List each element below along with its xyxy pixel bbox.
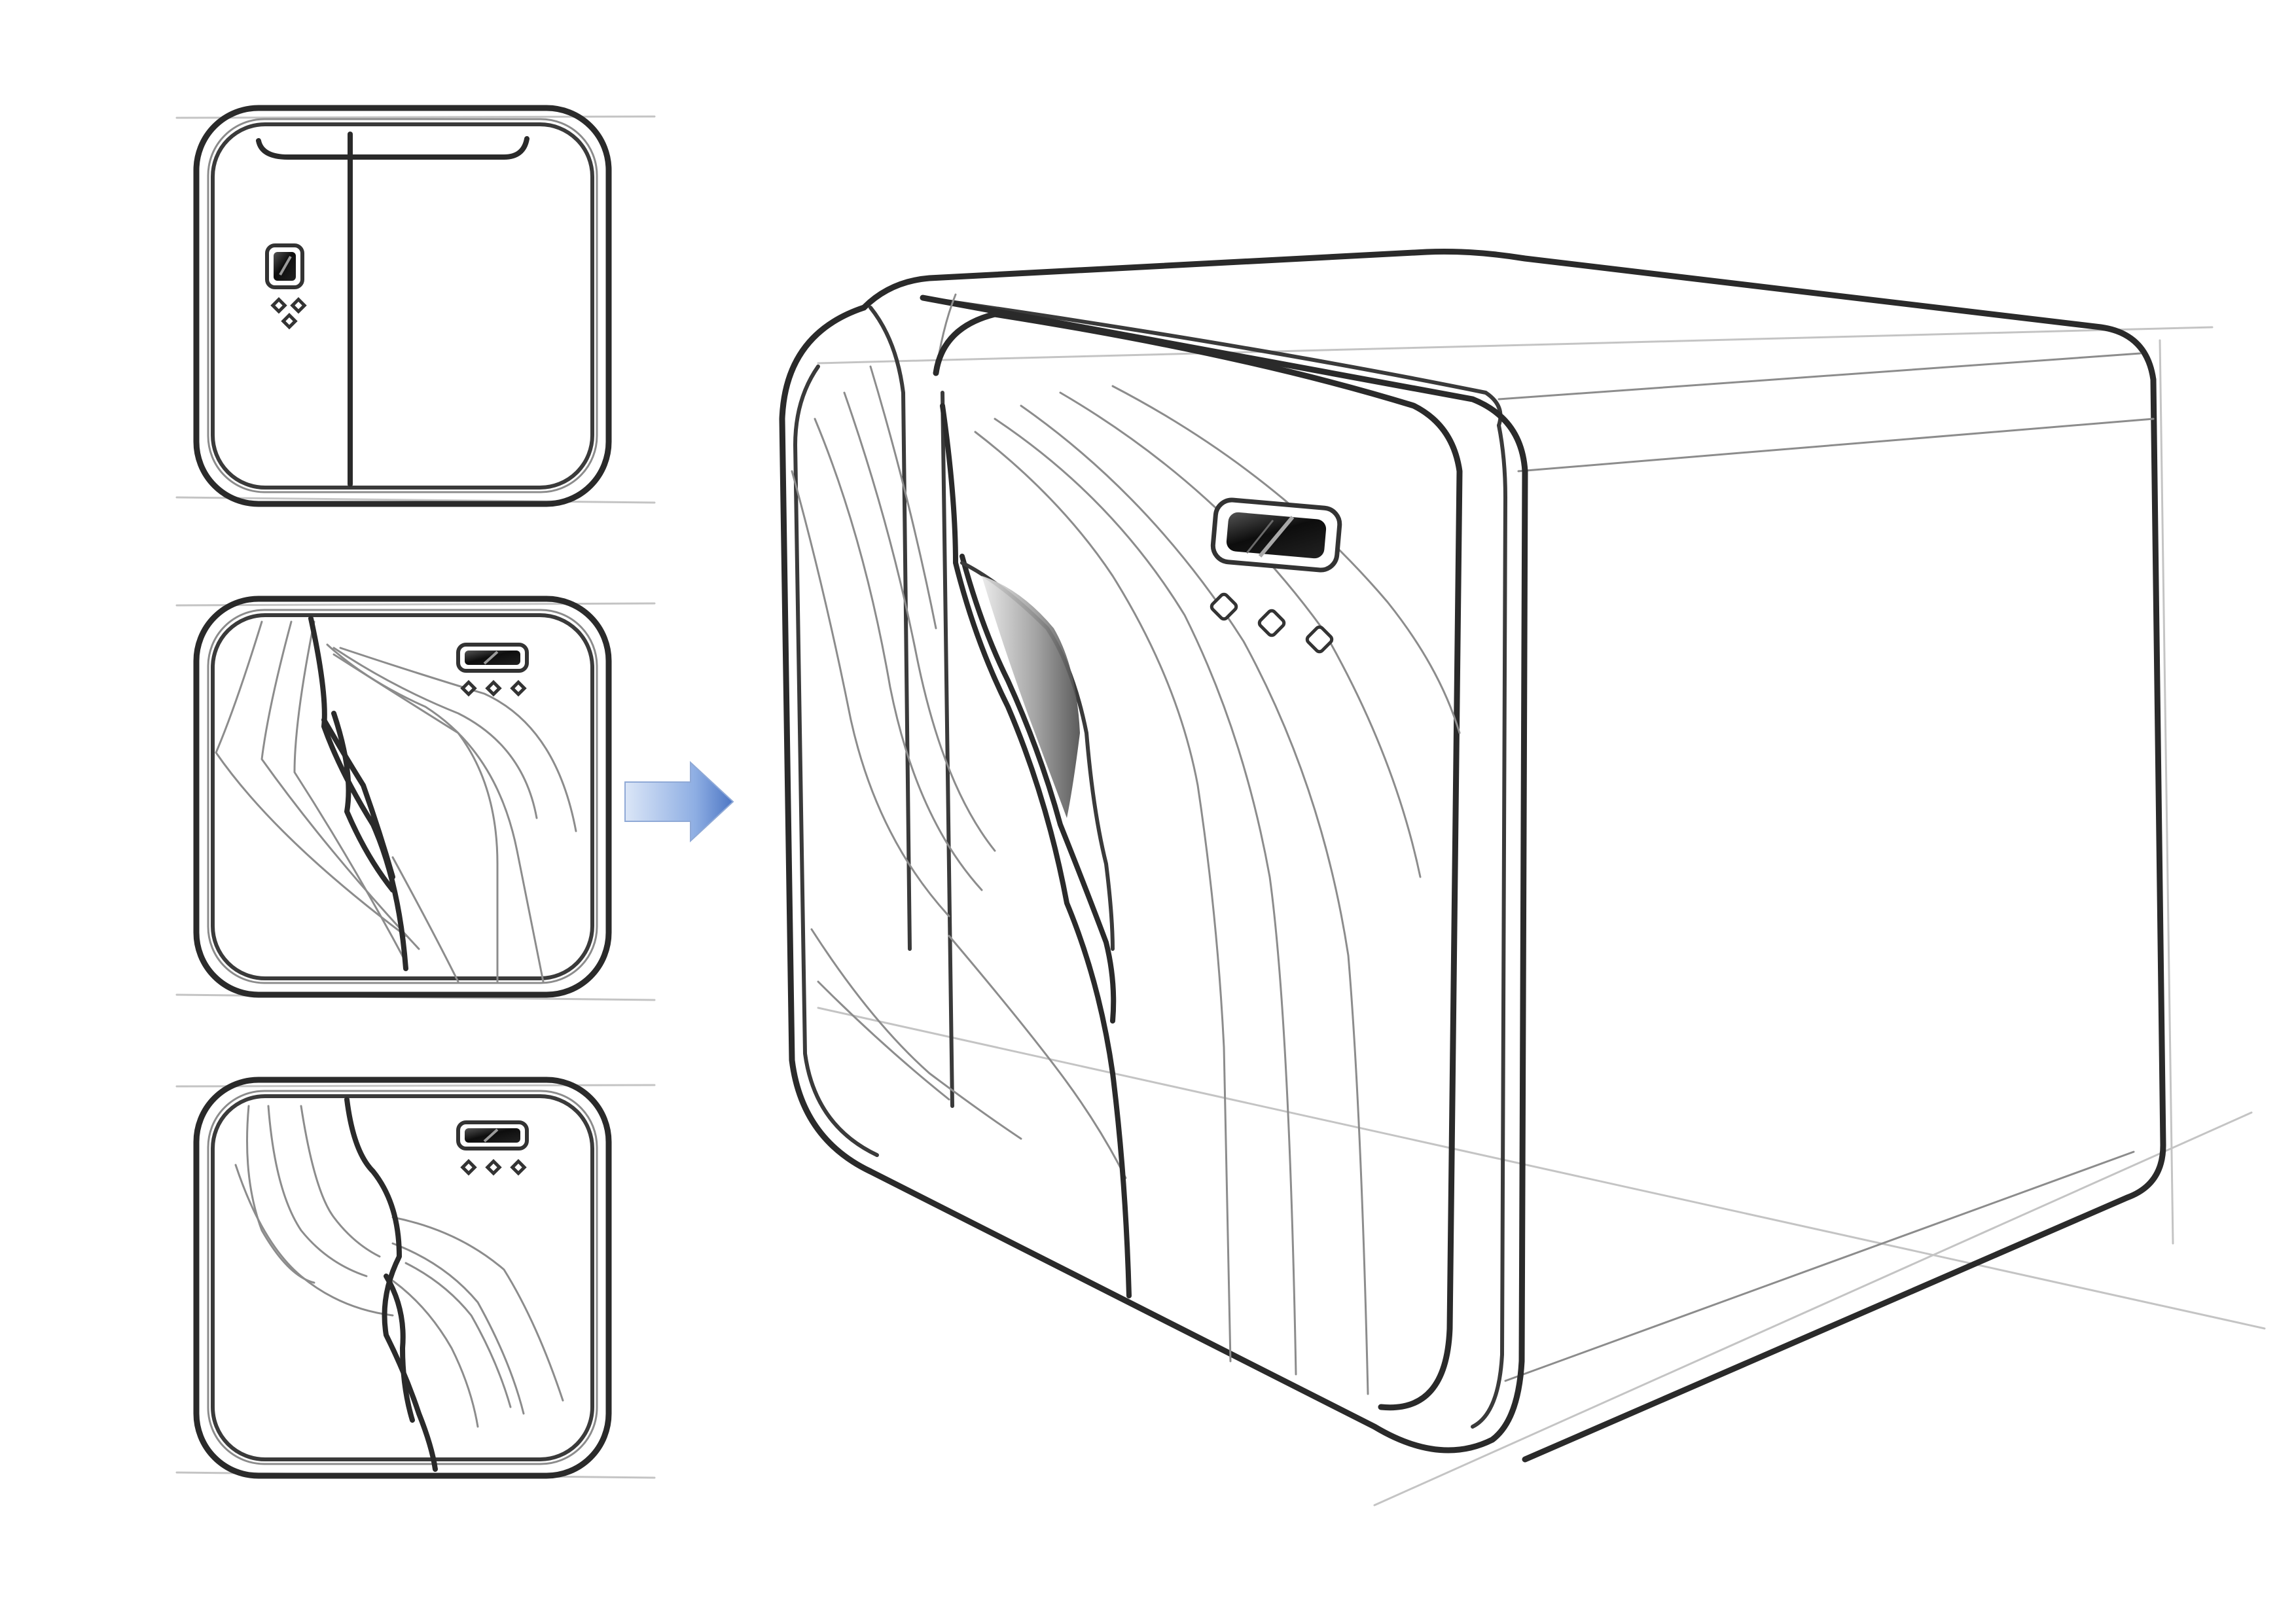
door-handle-recess [982, 576, 1080, 818]
diamond-button-icon[interactable] [460, 679, 527, 697]
display-window-icon [1210, 497, 1342, 573]
display-window-icon [265, 243, 304, 289]
variant-curved-wave-door [175, 596, 656, 1001]
variant-split-vertical-door [175, 105, 656, 507]
diamond-button-icon[interactable] [1210, 592, 1334, 654]
arrow-right-icon [624, 760, 734, 843]
diamond-button-icon[interactable] [270, 296, 307, 330]
variant-s-curve-door [175, 1077, 656, 1479]
final-design-cabinet [779, 248, 2266, 1507]
diamond-button-icon[interactable] [460, 1158, 527, 1176]
display-window-icon [456, 643, 529, 673]
display-window-icon [456, 1120, 529, 1150]
